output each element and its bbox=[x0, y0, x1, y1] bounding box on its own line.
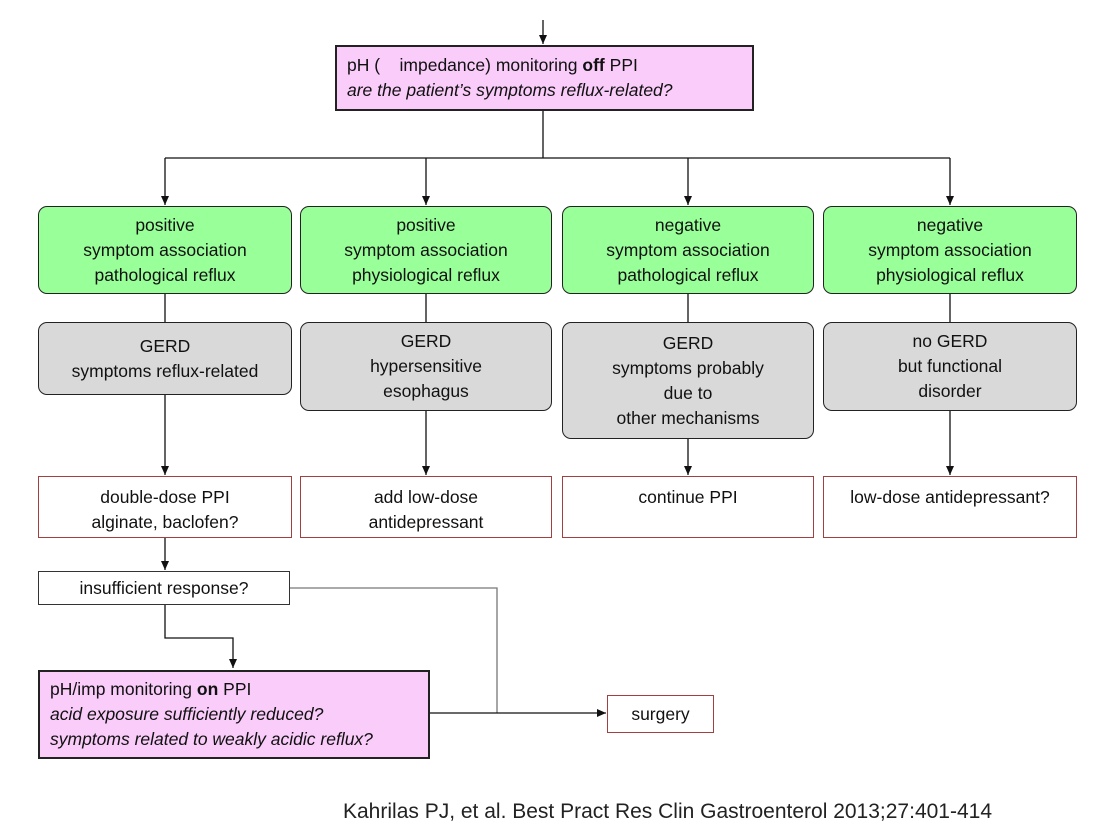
finding-3-line-3: pathological reflux bbox=[617, 264, 759, 285]
diagnosis-box-hypersensitive-esophagus: GERD hypersensitive esophagus bbox=[300, 322, 552, 411]
finding-box-negative-physiological: negative symptom association physiologic… bbox=[823, 206, 1077, 294]
insufficient-to-surgery bbox=[290, 587, 498, 713]
finding-1-line-2: symptom association bbox=[83, 239, 247, 260]
finding-box-positive-pathological: positive symptom association pathologica… bbox=[38, 206, 292, 294]
action-box-low-dose-antidepressant: low-dose antidepressant? bbox=[823, 476, 1077, 538]
insufficient-response-label: insufficient response? bbox=[79, 577, 249, 598]
action-box-add-antidepressant: add low-dose antidepressant bbox=[300, 476, 552, 538]
diagnosis-3-line-2: symptoms probably bbox=[612, 357, 764, 378]
action-3-line-1: continue PPI bbox=[638, 487, 738, 507]
bottom-box-on-emphasis: on bbox=[196, 679, 219, 699]
diagnosis-2-line-1: GERD bbox=[400, 331, 452, 351]
top-box-line-1: pH ( impedance) monitoring off PPI bbox=[347, 55, 638, 75]
finding-3-line-2: symptom association bbox=[606, 239, 770, 260]
surgery-box: surgery bbox=[607, 695, 714, 733]
diagnosis-1-line-1: GERD bbox=[139, 335, 191, 356]
finding-4-line-3: physiological reflux bbox=[876, 264, 1024, 285]
diagnosis-2-line-3: esophagus bbox=[383, 381, 469, 401]
finding-1-line-3: pathological reflux bbox=[94, 264, 236, 285]
finding-2-line-3: physiological reflux bbox=[352, 264, 500, 285]
diagnosis-4-line-2: but functional bbox=[897, 356, 1003, 376]
diagnosis-box-functional-disorder: no GERD but functional disorder bbox=[823, 322, 1077, 411]
finding-4-line-2: symptom association bbox=[868, 239, 1032, 260]
diagnosis-2-line-2: hypersensitive bbox=[370, 356, 482, 376]
diagnosis-3-line-4: other mechanisms bbox=[616, 407, 760, 428]
finding-box-negative-pathological: negative symptom association pathologica… bbox=[562, 206, 814, 294]
action-2-line-1: add low-dose bbox=[373, 487, 479, 507]
finding-3-line-1: negative bbox=[654, 214, 722, 235]
citation: Kahrilas PJ, et al. Best Pract Res Clin … bbox=[343, 800, 993, 823]
insufficient-to-monitoring bbox=[164, 605, 237, 668]
top-monitoring-box: pH ( impedance) monitoring off PPI are t… bbox=[335, 45, 754, 111]
action-1-line-1: double-dose PPI bbox=[100, 487, 230, 507]
surgery-label: surgery bbox=[631, 703, 690, 724]
finding-2-line-1: positive bbox=[396, 214, 456, 235]
action-2-line-2: antidepressant bbox=[368, 512, 484, 532]
bottom-box-question-2: symptoms related to weakly acidic reflux… bbox=[50, 729, 373, 749]
action-4-line-1: low-dose antidepressant? bbox=[850, 487, 1050, 507]
diagnosis-box-gerd-reflux-related: GERD symptoms reflux-related bbox=[38, 322, 292, 395]
top-box-question: are the patient’s symptoms reflux-relate… bbox=[347, 80, 673, 100]
finding-4-line-1: negative bbox=[916, 214, 984, 235]
diagnosis-3-line-3: due to bbox=[663, 382, 713, 403]
top-box-off-emphasis: off bbox=[582, 55, 605, 75]
diagnosis-box-other-mechanisms: GERD symptoms probably due to other mech… bbox=[562, 322, 814, 439]
finding-2-line-2: symptom association bbox=[344, 239, 508, 260]
action-1-line-2: alginate, baclofen? bbox=[91, 512, 239, 532]
diagnosis-4-line-3: disorder bbox=[918, 381, 982, 401]
finding-box-positive-physiological: positive symptom association physiologic… bbox=[300, 206, 552, 294]
bottom-box-line-1: pH/imp monitoring on PPI bbox=[50, 679, 252, 699]
diagnosis-4-line-1: no GERD bbox=[912, 331, 988, 351]
finding-1-line-1: positive bbox=[135, 214, 195, 235]
action-box-continue-ppi: continue PPI bbox=[562, 476, 814, 538]
diagnosis-3-line-1: GERD bbox=[662, 332, 714, 353]
on-ppi-monitoring-box: pH/imp monitoring on PPI acid exposure s… bbox=[38, 670, 430, 759]
bottom-box-question-1: acid exposure sufficiently reduced? bbox=[50, 704, 324, 724]
diagnosis-1-line-2: symptoms reflux-related bbox=[71, 360, 259, 381]
action-box-double-dose-ppi: double-dose PPI alginate, baclofen? bbox=[38, 476, 292, 538]
insufficient-response-box: insufficient response? bbox=[38, 571, 290, 605]
